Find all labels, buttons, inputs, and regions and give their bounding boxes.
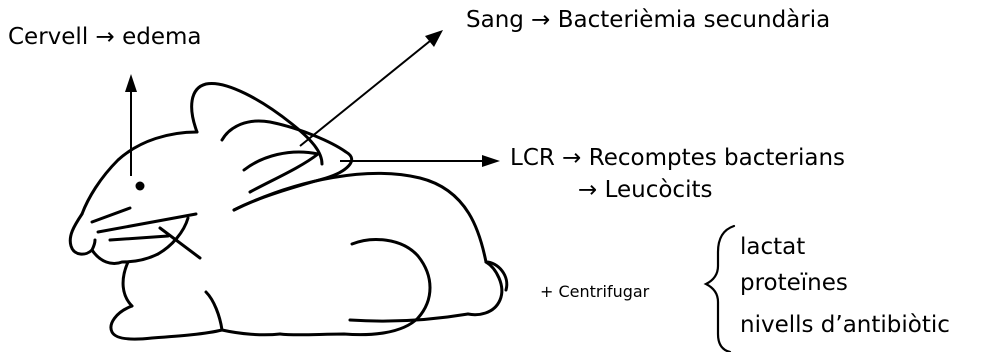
rabbit-back xyxy=(234,173,486,262)
rabbit-chin xyxy=(92,250,158,264)
rabbit-whisker xyxy=(98,214,196,232)
label-blood: Sang → Bacterièmia secundària xyxy=(466,7,830,33)
label-lactate: lactat xyxy=(740,234,805,260)
label-proteins: proteïnes xyxy=(740,270,848,296)
csf-arrowhead xyxy=(482,155,500,167)
rabbit-eye xyxy=(136,182,145,191)
blood-arrow-line xyxy=(300,41,430,146)
rabbit-front-leg xyxy=(206,292,222,330)
curly-brace xyxy=(706,226,734,352)
label-brain: Cervell → edema xyxy=(8,24,202,50)
rabbit-belly xyxy=(350,314,468,321)
rabbit-front-leg xyxy=(222,330,280,335)
rabbit-front-paw xyxy=(111,306,222,339)
label-centrifuge: + Centrifugar xyxy=(540,282,649,301)
rabbit-head-top xyxy=(82,132,197,214)
blood-arrowhead xyxy=(425,30,443,47)
label-csf: LCR → Recomptes bacterians xyxy=(510,145,845,171)
rabbit-muzzle xyxy=(70,214,95,254)
rabbit-chest xyxy=(123,262,132,306)
rabbit-ear-inner xyxy=(244,152,318,192)
rabbit-front-ear xyxy=(222,121,352,210)
label-antibiotic: nivells d’antibiòtic xyxy=(740,312,950,338)
rabbit-tail xyxy=(486,262,507,290)
brain-arrowhead xyxy=(125,74,137,92)
rabbit-rump xyxy=(468,262,502,315)
rabbit-whisker xyxy=(92,208,130,222)
rabbit-illustration xyxy=(70,83,507,339)
rabbit-whisker xyxy=(110,236,168,240)
label-leukocytes: → Leucòcits xyxy=(578,177,712,203)
